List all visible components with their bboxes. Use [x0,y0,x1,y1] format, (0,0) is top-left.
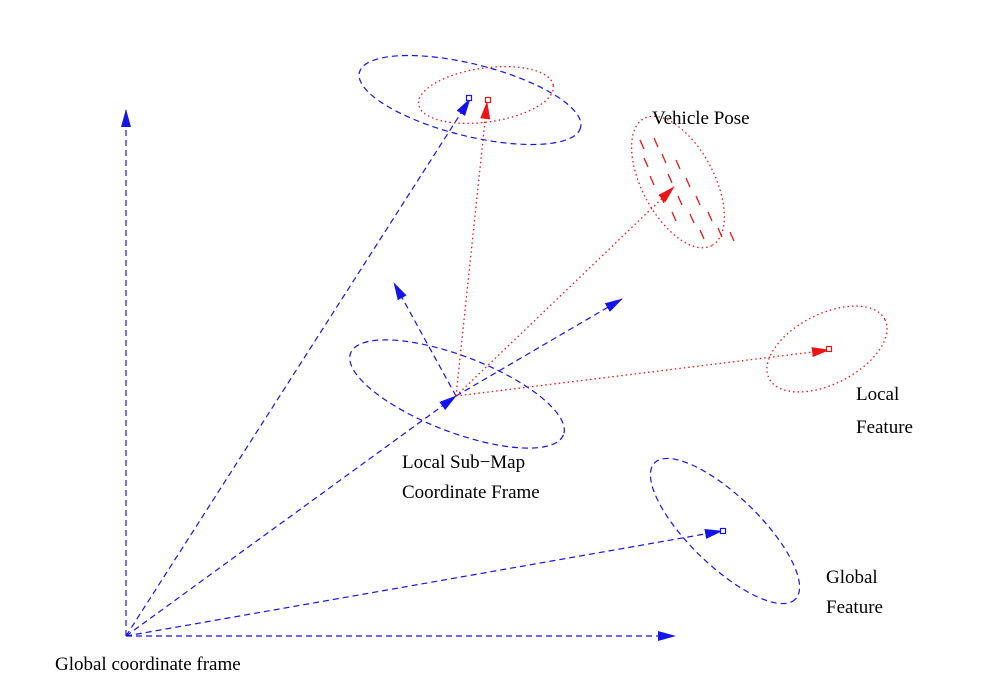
mapped-feature-square-red [484,96,492,104]
upper-global-uncertainty-ellipse [358,54,582,146]
submap-to-mapped-feature-arrow [455,101,491,397]
mapped-feature-square-blue [465,94,473,102]
local-elements [417,65,888,397]
global-feature-label-line1: Global [826,567,878,588]
submap-to-local-feature-arrow [455,347,830,397]
vehicle-pose-hatching [639,137,735,242]
submap-label-line1: Local Sub−Map [402,452,525,473]
vehicle-pose-label: Vehicle Pose [652,108,750,129]
local-feature-square [825,345,833,353]
local-feature-label-line2: Feature [856,417,913,438]
global-to-mapped-feature-arrow [125,98,471,637]
submap-axis-2 [455,298,623,397]
global-to-global-feature-arrow [125,529,723,637]
global-to-submap-arrow [125,395,457,637]
vehicle-pose-ellipse [630,115,726,249]
global-feature-uncertainty-ellipse [649,457,801,605]
global-frame-label: Global coordinate frame [55,654,241,675]
global-feature-label-line2: Feature [826,597,883,618]
submap-axis-1 [393,282,457,397]
local-feature-label-line1: Local [856,384,899,405]
global-feature-square [719,527,727,535]
submap-uncertainty-ellipse [349,339,565,449]
global-elements [121,54,801,641]
submap-label-line2: Coordinate Frame [402,482,540,503]
submap-to-vehicle-arrow [455,186,675,397]
local-feature-ellipse [766,305,888,393]
upper-local-uncertainty-ellipse [417,65,555,125]
